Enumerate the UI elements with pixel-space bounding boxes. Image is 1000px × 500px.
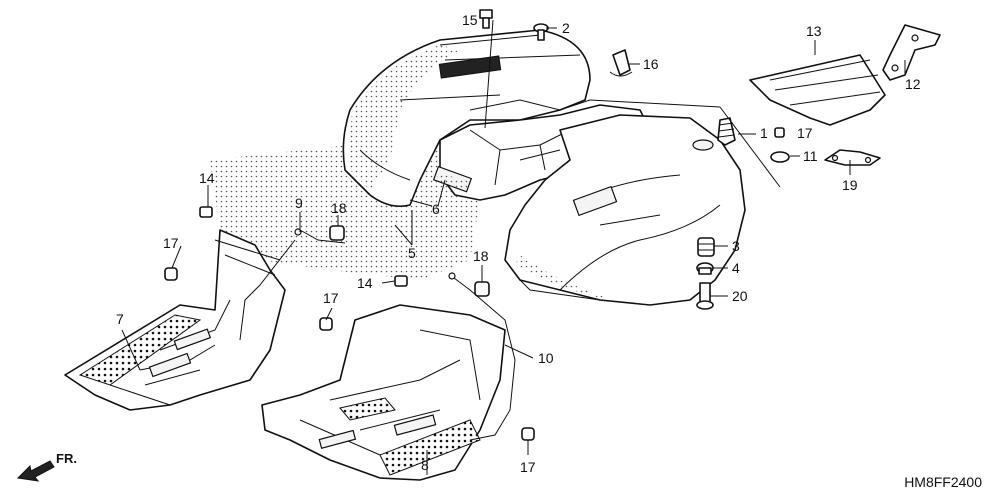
callout-11: 11 — [803, 148, 818, 164]
front-arrow-icon — [16, 460, 55, 482]
callout-4: 4 — [732, 260, 740, 276]
bracket-12 — [882, 24, 941, 81]
bolt-20 — [696, 282, 714, 310]
callout-17-mid: 17 — [323, 290, 339, 306]
callout-labels: 15 2 16 13 12 1 17 11 19 3 4 20 6 5 14 1… — [116, 12, 921, 475]
callout-13: 13 — [806, 23, 822, 39]
front-direction-indicator: FR. — [16, 451, 77, 482]
callout-14-left: 14 — [199, 170, 215, 186]
bracket-19 — [824, 149, 881, 166]
callout-6: 6 — [432, 201, 440, 217]
rear-fender-left — [342, 29, 591, 208]
callout-7: 7 — [116, 311, 124, 327]
bracket-9 — [239, 228, 346, 341]
callout-3: 3 — [732, 238, 740, 254]
callout-5: 5 — [408, 245, 416, 261]
callout-14-right: 14 — [357, 275, 373, 291]
collar-4 — [696, 262, 714, 275]
callout-9: 9 — [295, 195, 303, 211]
bolt-14-right — [394, 275, 408, 287]
callout-18-left: 18 — [331, 200, 347, 216]
callout-2: 2 — [562, 20, 570, 36]
bracket-10 — [448, 272, 516, 441]
footrest-right-8 — [261, 304, 506, 481]
bolt-14-left — [199, 206, 213, 218]
leader-lines — [121, 19, 906, 475]
bolt-15 — [479, 9, 493, 29]
callout-12: 12 — [905, 76, 921, 92]
callout-17-top: 17 — [797, 125, 813, 141]
fastener-17-left — [164, 267, 178, 281]
diagram-code: HM8FF2400 — [904, 474, 982, 490]
nut-18-left — [329, 225, 345, 241]
callout-17-bottom: 17 — [520, 459, 536, 475]
front-direction-label: FR. — [56, 451, 77, 466]
fastener-17-bottom — [521, 427, 535, 441]
callout-15: 15 — [462, 12, 478, 28]
callout-19: 19 — [842, 177, 858, 193]
callout-17-left: 17 — [163, 235, 179, 251]
fastener-17-top — [774, 127, 785, 138]
fastener-17-mid — [319, 317, 333, 331]
clip-16 — [609, 49, 633, 77]
callout-20: 20 — [732, 288, 748, 304]
footrest-left-7 — [64, 229, 286, 411]
callout-18-right: 18 — [473, 248, 489, 264]
nut-11 — [770, 151, 790, 163]
callout-16: 16 — [643, 56, 659, 72]
callout-8: 8 — [421, 457, 429, 473]
fastener-1 — [717, 117, 736, 146]
grommet-3 — [697, 237, 715, 257]
callout-10: 10 — [538, 350, 554, 366]
cover-13 — [749, 54, 886, 126]
nut-18-right — [474, 281, 490, 297]
callout-1: 1 — [760, 125, 768, 141]
